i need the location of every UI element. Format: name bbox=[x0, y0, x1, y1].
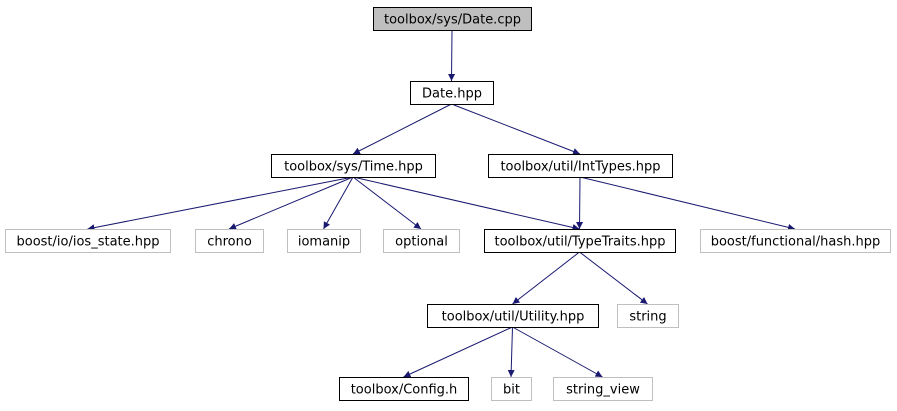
node-bit: bit bbox=[491, 377, 532, 401]
node-label-date_hpp: Date.hpp bbox=[422, 87, 482, 102]
node-iomanip: iomanip bbox=[287, 229, 361, 253]
node-box-string_view bbox=[553, 377, 653, 401]
node-label-utility_hpp: toolbox/util/Utility.hpp bbox=[442, 310, 585, 325]
edge-time_hpp-to-typetraits_hpp bbox=[352, 176, 580, 231]
node-label-bit: bit bbox=[503, 383, 520, 398]
node-box-hash_hpp bbox=[700, 229, 891, 253]
node-box-optional bbox=[383, 229, 460, 253]
node-label-string_view: string_view bbox=[566, 383, 640, 398]
node-string: string bbox=[617, 304, 679, 328]
edge-time_hpp-to-optional bbox=[352, 176, 422, 230]
node-box-date_hpp bbox=[410, 81, 494, 105]
edge-utility_hpp-to-string_view bbox=[512, 326, 603, 378]
node-box-utility_hpp bbox=[427, 304, 599, 328]
edges-layer bbox=[87, 29, 796, 378]
node-label-time_hpp: toolbox/sys/Time.hpp bbox=[284, 160, 423, 175]
node-box-typetraits_hpp bbox=[484, 229, 676, 253]
edge-date_hpp-to-time_hpp bbox=[352, 103, 452, 155]
edge-utility_hpp-to-config_h bbox=[403, 326, 513, 378]
node-box-time_hpp bbox=[271, 154, 436, 178]
node-box-date_cpp bbox=[373, 7, 532, 31]
node-optional: optional bbox=[383, 229, 460, 253]
node-box-ios_state_hpp bbox=[5, 229, 171, 253]
node-label-string: string bbox=[629, 310, 666, 325]
node-label-typetraits_hpp: toolbox/util/TypeTraits.hpp bbox=[495, 235, 666, 250]
edge-utility_hpp-to-bit bbox=[507, 326, 515, 378]
node-ios_state_hpp: boost/io/ios_state.hpp bbox=[5, 229, 171, 253]
node-time_hpp[interactable]: toolbox/sys/Time.hpp bbox=[271, 154, 436, 178]
node-date_hpp[interactable]: Date.hpp bbox=[410, 81, 494, 105]
node-string_view: string_view bbox=[553, 377, 653, 401]
node-hash_hpp: boost/functional/hash.hpp bbox=[700, 229, 891, 253]
edge-date_cpp-to-date_hpp bbox=[448, 29, 456, 82]
node-box-iomanip bbox=[287, 229, 361, 253]
edge-typetraits_hpp-to-utility_hpp bbox=[512, 251, 580, 305]
node-date_cpp[interactable]: toolbox/sys/Date.cpp bbox=[373, 7, 532, 31]
node-label-optional: optional bbox=[395, 235, 448, 250]
node-box-inttypes_hpp bbox=[488, 154, 673, 178]
node-config_h[interactable]: toolbox/Config.h bbox=[339, 377, 469, 401]
edge-typetraits_hpp-to-string bbox=[579, 251, 648, 305]
node-box-chrono bbox=[195, 229, 264, 253]
node-utility_hpp[interactable]: toolbox/util/Utility.hpp bbox=[427, 304, 599, 328]
node-label-date_cpp: toolbox/sys/Date.cpp bbox=[384, 13, 521, 28]
node-box-string bbox=[617, 304, 679, 328]
edge-time_hpp-to-chrono bbox=[228, 176, 354, 230]
edge-date_hpp-to-inttypes_hpp bbox=[451, 103, 581, 155]
edge-inttypes_hpp-to-hash_hpp bbox=[579, 176, 796, 231]
node-label-chrono: chrono bbox=[207, 235, 252, 250]
node-label-inttypes_hpp: toolbox/util/IntTypes.hpp bbox=[500, 160, 660, 175]
edge-inttypes_hpp-to-typetraits_hpp bbox=[576, 176, 584, 230]
node-label-config_h: toolbox/Config.h bbox=[351, 383, 458, 398]
node-box-bit bbox=[491, 377, 532, 401]
node-chrono: chrono bbox=[195, 229, 264, 253]
edge-time_hpp-to-ios_state_hpp bbox=[87, 176, 354, 232]
edge-time_hpp-to-iomanip bbox=[323, 176, 354, 230]
node-label-iomanip: iomanip bbox=[298, 235, 350, 250]
node-label-hash_hpp: boost/functional/hash.hpp bbox=[711, 235, 881, 250]
node-label-ios_state_hpp: boost/io/ios_state.hpp bbox=[17, 235, 160, 250]
node-box-config_h bbox=[339, 377, 469, 401]
node-inttypes_hpp[interactable]: toolbox/util/IntTypes.hpp bbox=[488, 154, 673, 178]
node-typetraits_hpp[interactable]: toolbox/util/TypeTraits.hpp bbox=[484, 229, 676, 253]
